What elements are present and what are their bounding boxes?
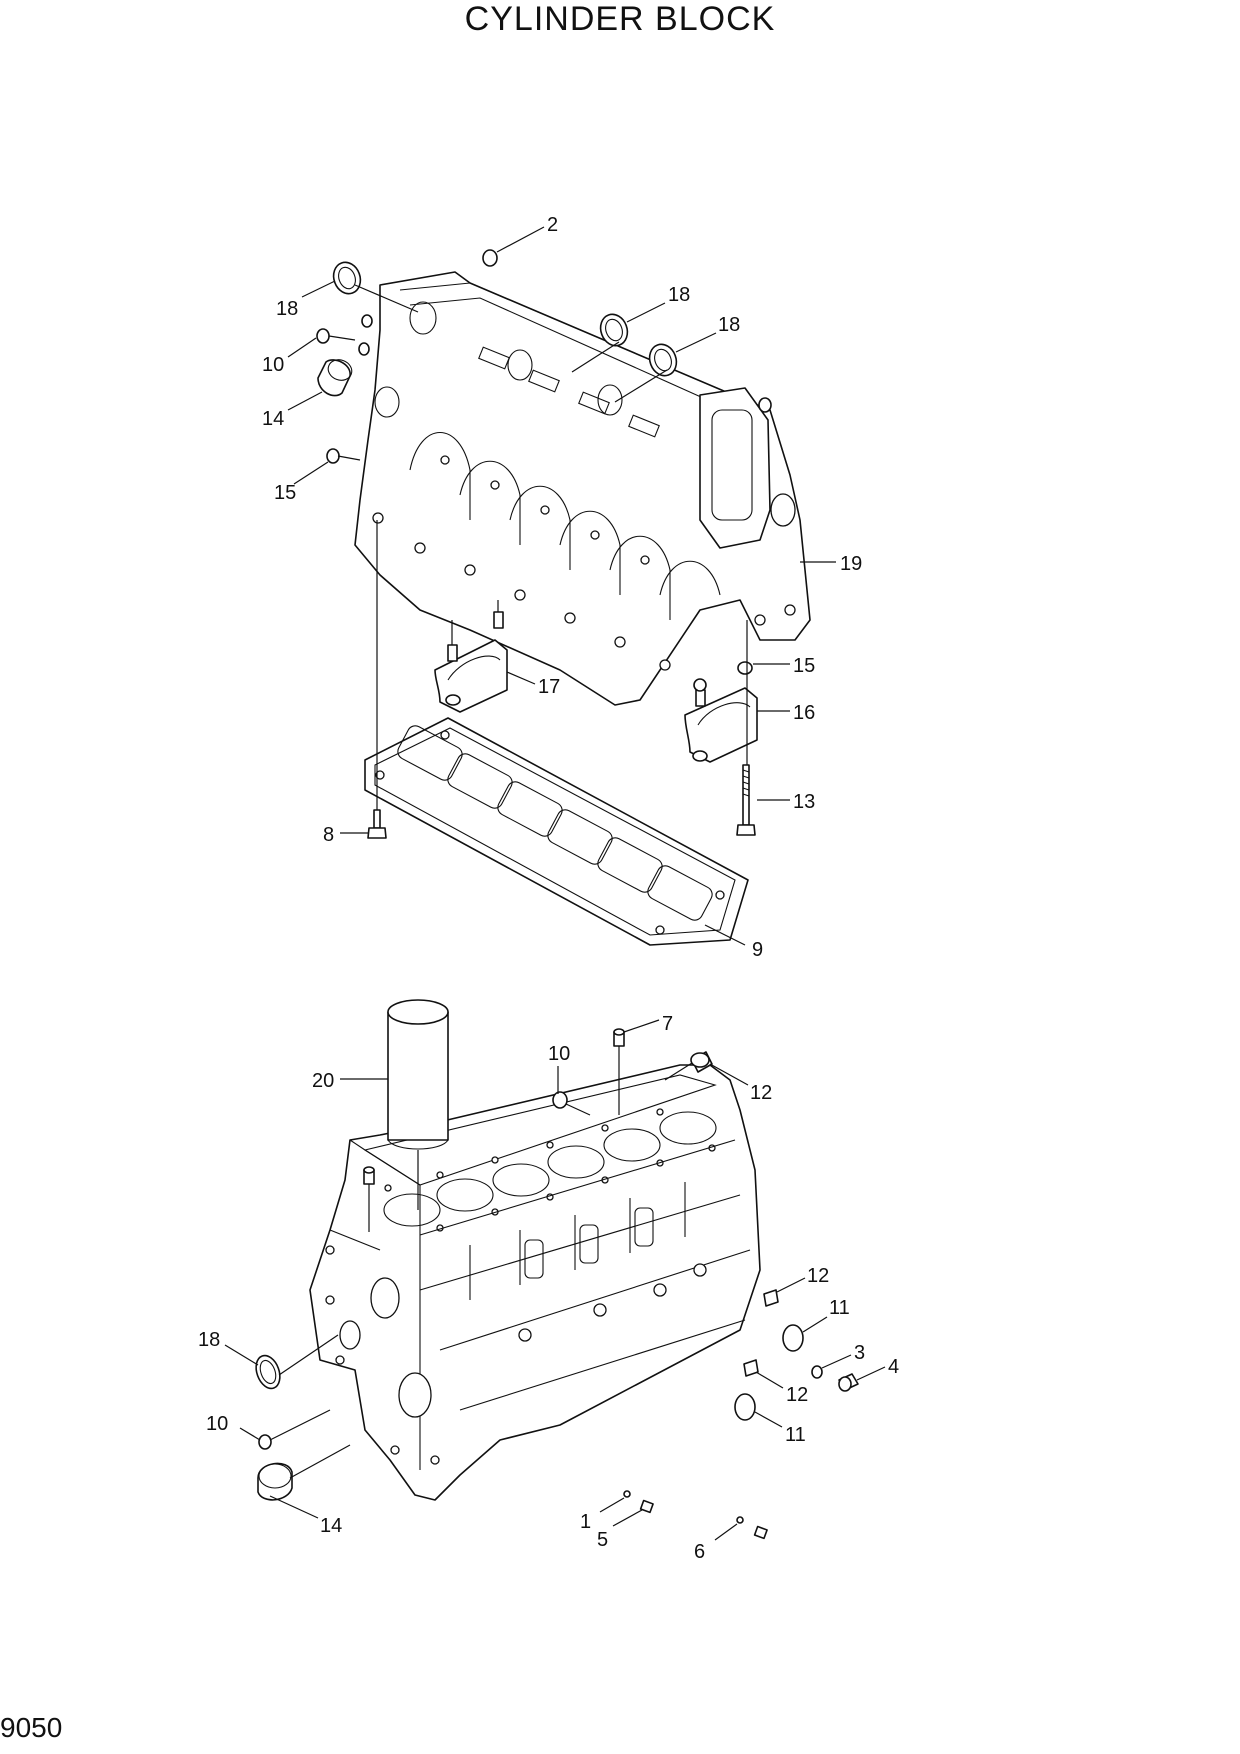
bearing-cap-16 xyxy=(684,678,758,763)
callout-6: 6 xyxy=(694,1541,705,1563)
callout-18: 18 xyxy=(198,1329,220,1351)
callout-15: 15 xyxy=(793,655,815,677)
plug-15-cap xyxy=(737,661,753,675)
cylinder-liner-20 xyxy=(387,999,449,1150)
callout-7: 7 xyxy=(662,1013,673,1035)
gasket-9 xyxy=(364,717,749,946)
callout-12: 12 xyxy=(807,1265,829,1287)
callout-5: 5 xyxy=(597,1529,608,1551)
plug-12-top xyxy=(690,1051,713,1073)
seal-ring-18-upper-left xyxy=(332,261,362,295)
callout-15: 15 xyxy=(274,482,296,504)
crankcase-ladder-frame xyxy=(354,271,811,706)
plug-2 xyxy=(482,249,498,267)
callout-11: 11 xyxy=(785,1424,806,1446)
plug-12-right xyxy=(763,1289,779,1307)
cylinder-block xyxy=(309,1064,761,1501)
callout-8: 8 xyxy=(323,824,334,846)
plug-11-lower xyxy=(734,1393,756,1421)
bushing-14-lower xyxy=(257,1462,293,1501)
callout-13: 13 xyxy=(793,791,815,813)
bearing-cap-17 xyxy=(434,611,508,713)
callout-14: 14 xyxy=(262,408,284,430)
callout-4: 4 xyxy=(888,1356,899,1378)
callout-18: 18 xyxy=(276,298,298,320)
plug-12-lower xyxy=(743,1359,759,1377)
callout-2: 2 xyxy=(547,214,558,236)
callout-18: 18 xyxy=(718,314,740,336)
pin-1 xyxy=(623,1490,631,1498)
callout-16: 16 xyxy=(793,702,815,724)
callout-10: 10 xyxy=(206,1413,228,1435)
plug-11-right-upper xyxy=(782,1324,804,1352)
plug-4 xyxy=(838,1373,859,1392)
plug-5 xyxy=(639,1499,654,1514)
plug-10-lower-left xyxy=(258,1434,272,1450)
callout-14: 14 xyxy=(320,1515,342,1537)
page-number: 9050 xyxy=(0,1712,63,1743)
seal-ring-18-lower xyxy=(255,1354,281,1390)
bushing-14-upper xyxy=(317,359,353,397)
seal-ring-18-upper-mid xyxy=(599,313,629,347)
callout-12: 12 xyxy=(786,1384,808,1406)
plug-15-upper-left xyxy=(326,448,340,464)
callout-11: 11 xyxy=(829,1297,850,1319)
washer-3 xyxy=(811,1365,823,1379)
callout-19: 19 xyxy=(840,553,862,575)
callout-labels: 2 18 18 18 10 14 15 19 15 16 17 13 8 9 7… xyxy=(198,214,899,1563)
plug-upper-right xyxy=(758,397,772,413)
callout-1: 1 xyxy=(580,1511,591,1533)
plug-10-lower-top xyxy=(552,1091,568,1109)
callout-18: 18 xyxy=(668,284,690,306)
callout-20: 20 xyxy=(312,1070,334,1092)
callout-17: 17 xyxy=(538,676,560,698)
plug-6b xyxy=(753,1525,768,1540)
pin-6 xyxy=(736,1516,744,1524)
callout-9: 9 xyxy=(752,939,763,961)
leader-lines xyxy=(224,226,886,1541)
plug-10-upper xyxy=(316,314,373,356)
pin-top-left xyxy=(363,1166,375,1185)
callout-10: 10 xyxy=(548,1043,570,1065)
bolt-13 xyxy=(736,764,756,836)
callout-10: 10 xyxy=(262,354,284,376)
page-title: CYLINDER BLOCK xyxy=(464,0,776,38)
callout-12: 12 xyxy=(750,1082,772,1104)
callout-3: 3 xyxy=(854,1342,865,1364)
bolt-8 xyxy=(367,809,387,839)
pin-7 xyxy=(613,1028,625,1047)
